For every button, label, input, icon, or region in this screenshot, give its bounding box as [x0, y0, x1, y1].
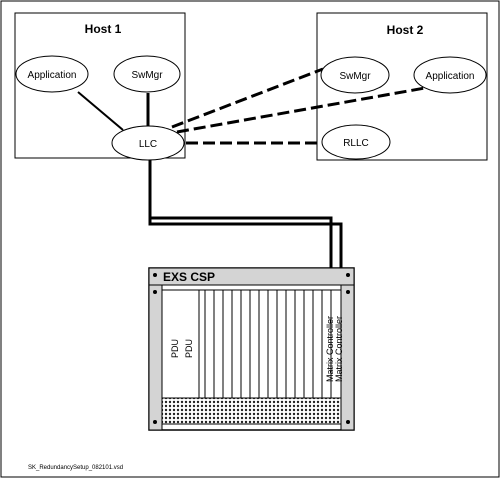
host1-title: Host 1 [85, 22, 122, 36]
llc-chassis-cable-2 [148, 160, 343, 295]
llc-host2-swmgr-link [171, 67, 324, 129]
host1-application-label: Application [28, 70, 77, 81]
screw-icon [346, 420, 350, 424]
footer-filename: SK_RedundancySetup_082101.vsd [28, 465, 123, 471]
host2-application-label: Application [426, 71, 475, 82]
pdu-label: PDU [184, 339, 194, 358]
screw-icon [153, 290, 157, 294]
matrix-controller-label: Matrix Controller [325, 316, 335, 382]
chassis-title: EXS CSP [163, 270, 215, 284]
matrix-controller-label: Matrix Controller [334, 316, 344, 382]
host2-application-node [413, 56, 487, 94]
host1-llc-node [111, 125, 185, 161]
host1-swmgr-node [113, 55, 181, 93]
pdu-label: PDU [170, 339, 180, 358]
screw-icon [153, 420, 157, 424]
screw-icon [346, 290, 350, 294]
host2-rllc-label: RLLC [343, 138, 369, 149]
host1-swmgr-label: SwMgr [131, 70, 163, 81]
host2-swmgr-node [320, 56, 390, 94]
exs-csp-chassis: EXS CSP [148, 267, 355, 431]
chassis-left-rail [148, 284, 163, 431]
fan-tray-mesh [161, 397, 342, 425]
host1-application-node [15, 55, 89, 93]
app-llc-link [77, 91, 124, 131]
host1-llc-label: LLC [139, 139, 157, 150]
host2-swmgr-label: SwMgr [339, 71, 371, 82]
card-slots [198, 290, 332, 398]
llc-host2-application-link [176, 86, 426, 134]
host2-title: Host 2 [387, 23, 424, 37]
screw-icon [153, 273, 157, 277]
card-area [161, 289, 342, 399]
chassis-header [148, 267, 355, 286]
host2-rllc-node [321, 124, 391, 160]
screw-icon [346, 273, 350, 277]
